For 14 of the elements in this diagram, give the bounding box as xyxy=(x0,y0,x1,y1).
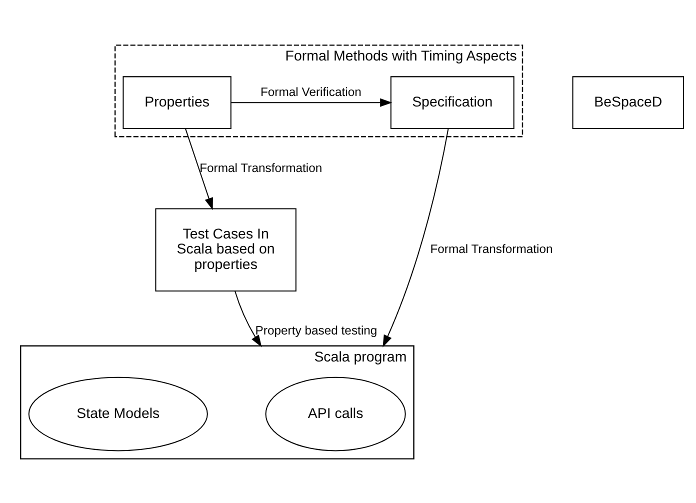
node-box: Test Cases In Scala based on properties xyxy=(155,208,296,292)
node-ellipse: API calls xyxy=(265,376,406,451)
arrow xyxy=(382,128,449,347)
node-box: BeSpaceD xyxy=(572,76,684,128)
arrow xyxy=(231,98,392,106)
node-ellipse: State Models xyxy=(28,376,208,451)
node-box: Specification xyxy=(390,76,514,128)
edge-label: Formal Verification xyxy=(260,84,362,99)
edge-label: Formal Transformation xyxy=(200,160,322,174)
edge-label: Property based testing xyxy=(255,322,378,337)
edge-label: Formal Transformation xyxy=(430,242,553,256)
node-box: Properties xyxy=(122,76,232,128)
arrow xyxy=(184,128,213,210)
arrow xyxy=(234,290,262,347)
